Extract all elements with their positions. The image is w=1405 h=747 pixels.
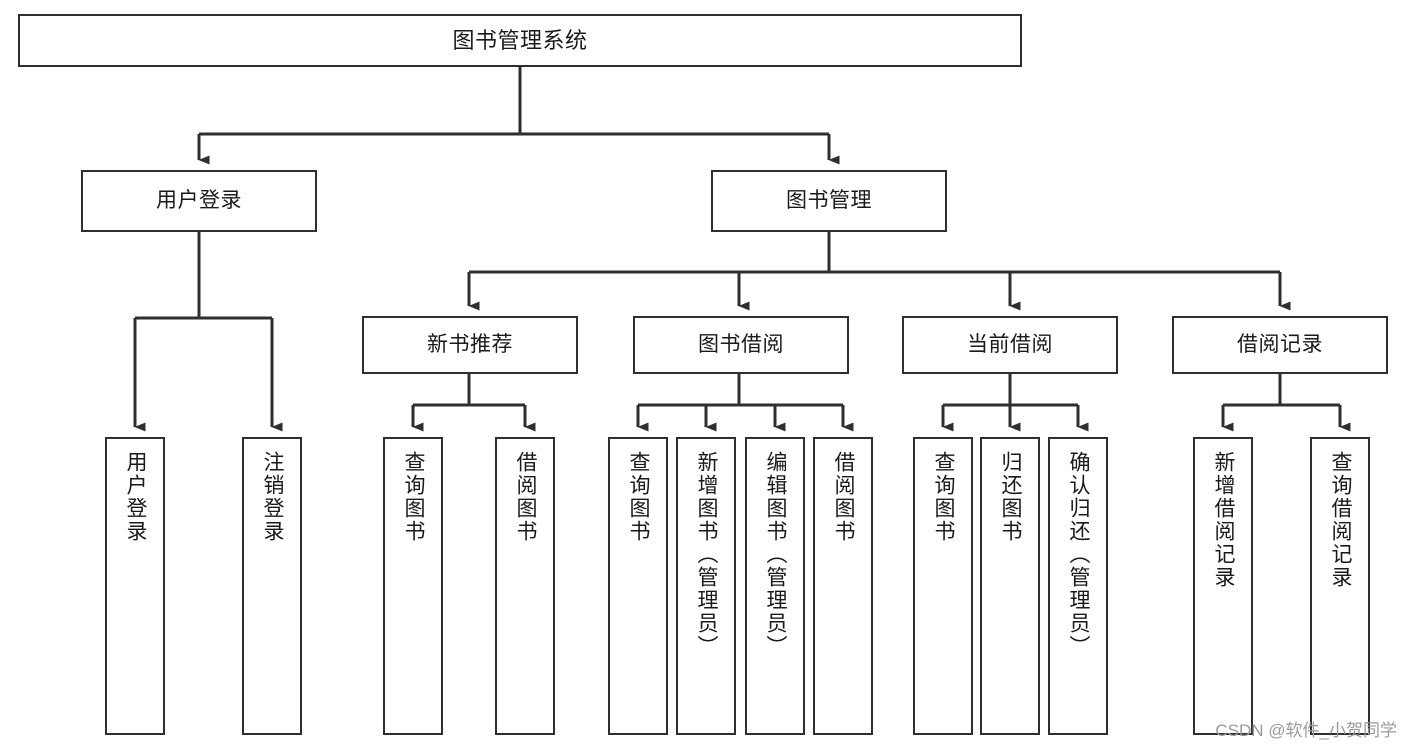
node-label: 归还图书 [999,451,1023,543]
node-label: 编辑图书（管理员） [764,451,788,658]
node-label: 查询图书 [932,451,956,543]
leaf-user-login-logout[interactable]: 注销登录 [242,437,302,735]
node-book-management[interactable]: 图书管理 [711,170,947,232]
node-label: 图书借阅 [698,332,784,356]
node-current-borrow[interactable]: 当前借阅 [902,316,1118,374]
leaf-current-borrow-query[interactable]: 查询图书 [913,437,973,735]
node-root-system[interactable]: 图书管理系统 [18,14,1022,67]
leaf-new-book-borrow[interactable]: 借阅图书 [495,437,555,735]
node-label: 当前借阅 [967,332,1053,356]
leaf-book-borrow-borrow[interactable]: 借阅图书 [813,437,873,735]
node-label: 查询图书 [627,451,651,543]
leaf-book-borrow-query[interactable]: 查询图书 [608,437,668,735]
node-label: 注销登录 [261,451,285,543]
node-label: 查询图书 [402,451,426,543]
leaf-user-login-login[interactable]: 用户登录 [105,437,165,735]
leaf-book-borrow-add[interactable]: 新增图书（管理员） [676,437,736,735]
node-label: 用户登录 [124,451,148,543]
node-label: 新书推荐 [427,332,513,356]
node-book-borrow[interactable]: 图书借阅 [633,316,849,374]
node-new-book-recommend[interactable]: 新书推荐 [362,316,578,374]
node-label: 借阅记录 [1237,332,1323,356]
leaf-borrow-records-add[interactable]: 新增借阅记录 [1193,437,1253,735]
node-label: 确认归还（管理员） [1067,451,1091,658]
leaf-current-borrow-confirm-return[interactable]: 确认归还（管理员） [1048,437,1108,735]
node-label: 查询借阅记录 [1329,451,1353,589]
node-user-login[interactable]: 用户登录 [81,170,317,232]
leaf-book-borrow-edit[interactable]: 编辑图书（管理员） [745,437,805,735]
csdn-watermark: CSDN @软件_小贺同学 [1215,721,1397,740]
leaf-new-book-query[interactable]: 查询图书 [383,437,443,735]
node-label: 新增借阅记录 [1212,451,1236,589]
leaf-current-borrow-return[interactable]: 归还图书 [980,437,1040,735]
node-label: 借阅图书 [832,451,856,543]
node-label: 用户登录 [156,188,242,212]
node-label: 图书管理 [786,188,872,212]
node-borrow-records[interactable]: 借阅记录 [1172,316,1388,374]
leaf-borrow-records-query[interactable]: 查询借阅记录 [1310,437,1370,735]
node-label: 新增图书（管理员） [695,451,719,658]
node-label: 借阅图书 [514,451,538,543]
node-label: 图书管理系统 [452,27,588,53]
